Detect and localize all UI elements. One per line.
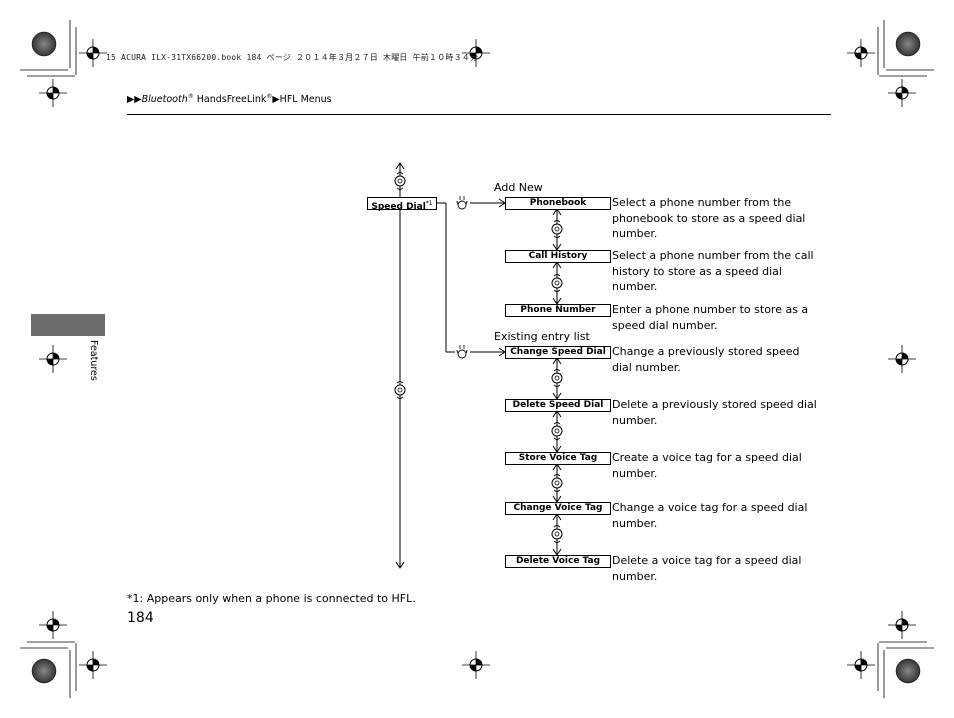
menu-item-label: Speed Dial [371,202,426,212]
breadcrumb-marker: ▶ [272,94,280,106]
menu-item-change-voice-tag: Change Voice Tag [505,502,611,515]
footnote-ref: *1 [425,200,433,207]
menu-item-phone-number: Phone Number [505,304,611,317]
menu-item-call-history: Call History [505,250,611,263]
registered-mark: ® [187,93,194,100]
menu-item-store-voice-tag: Store Voice Tag [505,452,611,465]
breadcrumb-item-bluetooth: Bluetooth [141,94,188,106]
description-call-history: Select a phone number from the call hist… [612,249,814,293]
description-delete-voice-tag: Delete a voice tag for a speed dial numb… [612,554,802,583]
header-rule [127,114,831,115]
chapter-tab [31,314,105,336]
breadcrumb-marker: ▶▶ [127,94,142,106]
description-change-speed-dial: Change a previously stored speed dial nu… [612,345,800,374]
menu-item-speed-dial: Speed Dial*1 [367,197,437,212]
breadcrumb-item-handsfreelink: HandsFreeLink [193,94,267,106]
breadcrumb: ▶▶Bluetooth® HandsFreeLink®▶HFL Menus [127,93,332,105]
page-number: 184 [127,610,154,626]
branch-label-add-new: Add New [494,181,543,194]
menu-item-change-speed-dial: Change Speed Dial [505,346,611,359]
description-phonebook: Select a phone number from the phonebook… [612,196,806,240]
branch-label-existing: Existing entry list [494,330,590,343]
footnote: *1: Appears only when a phone is connect… [127,592,416,605]
chapter-label: Features [88,340,99,381]
menu-item-delete-voice-tag: Delete Voice Tag [505,555,611,568]
description-phone-number: Enter a phone number to store as a speed… [612,303,809,332]
menu-item-phonebook: Phonebook [505,197,611,210]
description-store-voice-tag: Create a voice tag for a speed dial numb… [612,451,802,480]
breadcrumb-item-hfl-menus: HFL Menus [279,94,332,106]
description-change-voice-tag: Change a voice tag for a speed dial numb… [612,501,808,530]
menu-item-delete-speed-dial: Delete Speed Dial [505,399,611,412]
description-delete-speed-dial: Delete a previously stored speed dial nu… [612,398,817,427]
print-metadata: 15 ACURA ILX-31TX66200.book 184 ページ ２０１４… [106,53,479,62]
registered-mark: ® [266,93,273,100]
